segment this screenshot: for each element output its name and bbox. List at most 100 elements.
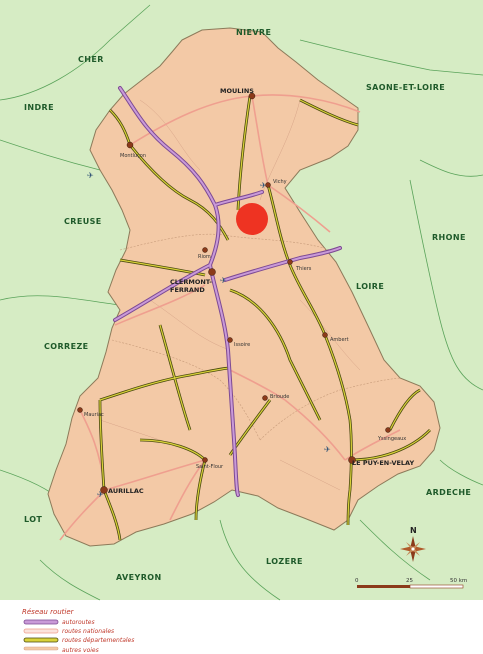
legend-label-nationales: routes nationales — [62, 628, 114, 635]
border-lot-aveyron — [39, 559, 101, 601]
national-road — [59, 489, 106, 541]
legend-label-departementales: routes départementales — [62, 637, 134, 644]
city-label-thiers: Thiers — [295, 266, 312, 272]
auvergne-region — [47, 27, 441, 547]
airport-icon: ✈ — [324, 445, 331, 454]
border-saone-rhone — [419, 159, 483, 177]
dept-road — [103, 489, 121, 541]
region-label-rhone: RHONE — [432, 233, 466, 242]
city-label-yssingeaux: Yssingeaux — [377, 436, 406, 442]
legend-label-autoroutes: autoroutes — [62, 619, 95, 626]
legend-background — [0, 600, 483, 654]
national-road — [344, 429, 401, 461]
national-road — [104, 459, 206, 491]
city-label-riom: Riom — [198, 254, 211, 260]
city-marker-le-puy — [348, 456, 356, 464]
border-nievre-saone — [299, 39, 483, 76]
airport-icons: ✈ ✈ ✈ ✈ ✈ — [87, 171, 331, 499]
border-ardeche — [439, 459, 483, 486]
dept-road — [267, 184, 291, 266]
city-label-ambert: Ambert — [330, 337, 349, 343]
city-marker-issoire — [227, 337, 233, 343]
legend-title: Réseau routier — [22, 608, 75, 616]
region-label-correze: CORREZE — [44, 342, 89, 351]
city-label-vichy: Vichy — [273, 179, 287, 185]
dept-road — [109, 109, 131, 146]
city-marker-ambert — [322, 332, 328, 338]
legend-swatch-nationales — [23, 628, 59, 634]
border-indre-creuse — [0, 139, 101, 171]
minor-road — [299, 299, 361, 371]
airport-icon: ✈ — [260, 181, 267, 190]
dept-road — [159, 324, 191, 431]
dept-road — [99, 367, 231, 401]
national-road — [114, 284, 206, 326]
legend: Réseau routier autoroutes routes nationa… — [22, 608, 134, 654]
city-label-le-puy: LE PUY-EN-VELAY — [352, 459, 414, 467]
minor-road — [149, 299, 231, 351]
scale-label-end: 50 km — [450, 578, 467, 584]
city-label-clermont: CLERMONT- — [170, 278, 212, 286]
national-roads — [59, 94, 401, 541]
autoroute-a719 — [214, 191, 263, 206]
national-road — [267, 184, 331, 233]
border-cher-indre — [0, 4, 151, 101]
region-label-ardeche: ARDECHE — [426, 488, 471, 497]
autoroutes — [113, 86, 342, 497]
dept-road — [349, 429, 431, 461]
legend-swatch-autoroutes — [23, 619, 59, 625]
city-marker-yssingeaux — [385, 427, 391, 433]
city-marker-montlucon — [126, 141, 134, 149]
city-marker-brioude — [262, 395, 268, 401]
city-marker-vichy — [265, 182, 271, 188]
dept-road — [139, 439, 206, 461]
compass-center — [411, 547, 415, 551]
dept-road — [299, 99, 359, 126]
national-road — [229, 369, 286, 401]
region-label-nievre: NIEVRE — [236, 28, 271, 37]
national-road — [284, 399, 346, 461]
neighbor-borders — [0, 4, 483, 601]
city-label-moulins: MOULINS — [220, 87, 254, 95]
border-puydedome-cantal — [111, 339, 261, 441]
region-label-cher: CHER — [78, 55, 104, 64]
minor-road — [139, 99, 201, 171]
scale-segment-2 — [409, 584, 464, 589]
city-marker-mauriac — [77, 407, 83, 413]
city-marker-aurillac — [100, 486, 108, 494]
airport-icon: ✈ — [220, 276, 227, 285]
scale-segment-1 — [357, 585, 410, 588]
compass-rose: N — [400, 526, 426, 562]
border-allier-puydedome — [119, 233, 331, 251]
border-creuse-correze — [0, 295, 121, 306]
scale-label-start: 0 — [355, 578, 359, 584]
dept-road — [389, 389, 421, 431]
city-label-issoire: Issoire — [234, 342, 250, 348]
region-label-aveyron: AVEYRON — [116, 573, 162, 582]
autoroute-a72 — [224, 247, 341, 281]
city-marker-clermont — [208, 268, 216, 276]
region-label-creuse: CREUSE — [64, 217, 102, 226]
dept-road — [195, 459, 206, 521]
scale-label-mid: 25 — [406, 578, 413, 584]
airport-icon: ✈ — [97, 490, 104, 499]
city-label-mauriac: Mauriac — [84, 412, 104, 418]
city-marker-riom — [202, 247, 208, 253]
dept-road — [289, 264, 326, 336]
legend-swatch-departementales — [23, 637, 59, 643]
airport-icon: ✈ — [87, 171, 94, 180]
city-marker-saint-flour — [202, 457, 208, 463]
dept-road — [324, 334, 353, 526]
city-label-saint-flour: Saint-Flour — [196, 464, 224, 470]
city-marker-moulins — [248, 92, 256, 100]
location-marker[interactable] — [236, 203, 268, 235]
minor-road — [279, 459, 341, 491]
legend-label-autres: autres voies — [62, 647, 99, 654]
region-label-saone-et-loire: SAONE-ET-LOIRE — [366, 83, 445, 92]
region-label-lot: LOT — [24, 515, 42, 524]
border-loire-rhone — [409, 179, 483, 391]
dept-road — [229, 289, 321, 421]
city-markers — [77, 92, 391, 494]
